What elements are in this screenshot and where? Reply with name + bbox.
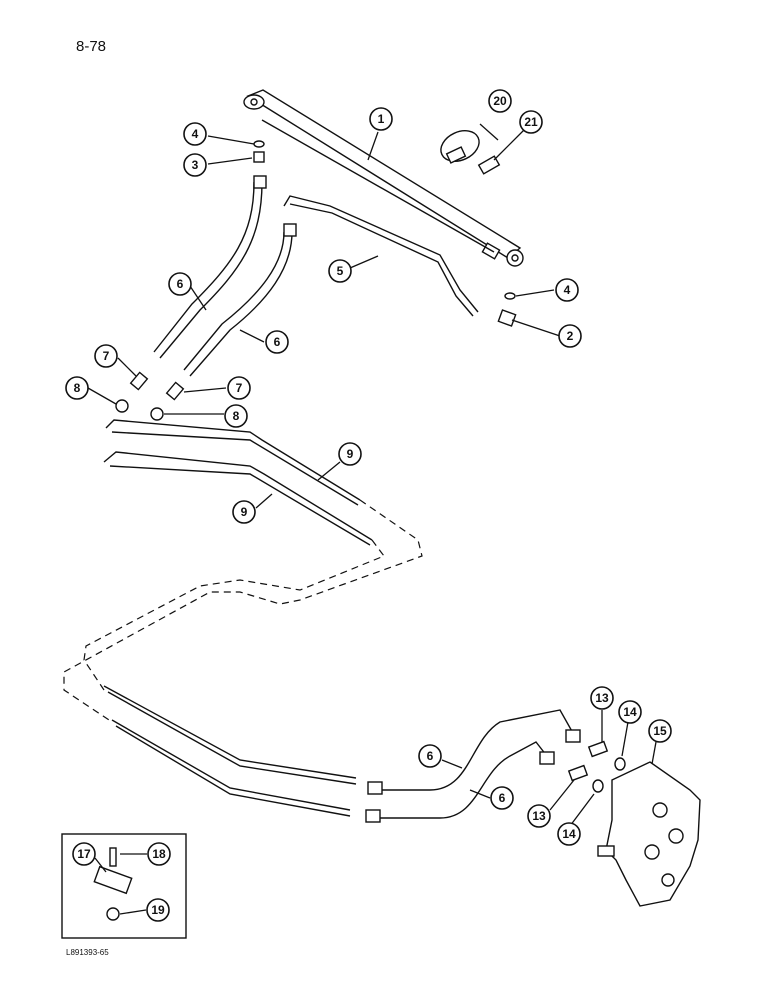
adapter-13-upper [587, 740, 609, 758]
svg-text:8: 8 [233, 409, 240, 423]
tube-9-upper-a [105, 419, 361, 501]
control-valve [597, 761, 701, 907]
o-ring-14-upper [614, 757, 626, 771]
callout-6-upper-left: 6 [168, 272, 192, 296]
callout-13-upper: 13 [590, 686, 614, 710]
nut-8-right [150, 407, 164, 421]
svg-text:1: 1 [378, 112, 385, 126]
callout-14-lower: 14 [557, 822, 581, 846]
callout-15: 15 [648, 719, 672, 743]
svg-text:19: 19 [151, 903, 165, 917]
callout-9-lower: 9 [232, 500, 256, 524]
hose-lower-a [367, 709, 581, 795]
figure-code: L891393-65 [66, 948, 109, 957]
svg-text:7: 7 [103, 349, 110, 363]
svg-text:15: 15 [653, 724, 667, 738]
callout-13-lower: 13 [527, 804, 551, 828]
svg-text:18: 18 [152, 847, 166, 861]
callout-2: 2 [558, 324, 582, 348]
nut-8-left [115, 399, 129, 413]
callout-7-left: 7 [94, 344, 118, 368]
svg-text:2: 2 [567, 329, 574, 343]
hose-lower-b [365, 741, 555, 823]
callout-17: 17 [72, 842, 96, 866]
seal-ring-right [504, 292, 516, 300]
callout-6-upper-right: 6 [265, 330, 289, 354]
svg-text:21: 21 [524, 115, 538, 129]
hydraulic-cylinder [243, 89, 524, 267]
svg-text:3: 3 [192, 158, 199, 172]
callout-4-right: 4 [555, 278, 579, 302]
seal-ring-top [253, 140, 265, 148]
callout-6-lower-a: 6 [418, 744, 442, 768]
svg-text:5: 5 [337, 264, 344, 278]
callout-21: 21 [519, 110, 543, 134]
callout-19: 19 [146, 898, 170, 922]
svg-text:14: 14 [623, 705, 637, 719]
elbow-fitting-right [497, 309, 517, 327]
callout-1: 1 [369, 107, 393, 131]
callout-20: 20 [488, 89, 512, 113]
svg-text:20: 20 [493, 94, 507, 108]
callout-7-right: 7 [227, 376, 251, 400]
tube-9-lower-a [103, 685, 357, 779]
svg-text:14: 14 [562, 827, 576, 841]
elbow-fitting-top [253, 151, 265, 163]
svg-text:6: 6 [427, 749, 434, 763]
svg-text:4: 4 [192, 127, 199, 141]
svg-text:6: 6 [274, 335, 281, 349]
svg-text:6: 6 [499, 791, 506, 805]
svg-text:7: 7 [236, 381, 243, 395]
svg-text:9: 9 [347, 447, 354, 461]
hose-upper-left [153, 175, 267, 359]
callout-14-upper: 14 [618, 700, 642, 724]
svg-text:13: 13 [532, 809, 546, 823]
hose-sleeve [477, 155, 501, 175]
tube-9-lower-b [111, 719, 351, 811]
callout-4-top: 4 [183, 122, 207, 146]
callout-8-right: 8 [224, 404, 248, 428]
callout-3: 3 [183, 153, 207, 177]
svg-text:9: 9 [241, 505, 248, 519]
callout-9-upper: 9 [338, 442, 362, 466]
svg-text:13: 13 [595, 691, 609, 705]
adapter-13-lower [567, 764, 589, 782]
page-number: 8-78 [76, 38, 107, 55]
hose-upper-right [183, 223, 297, 377]
callout-18: 18 [147, 842, 171, 866]
svg-text:4: 4 [564, 283, 571, 297]
callout-5: 5 [328, 259, 352, 283]
callout-8-left: 8 [65, 376, 89, 400]
tube-9-upper-b [103, 451, 373, 541]
svg-text:17: 17 [77, 847, 91, 861]
tube-5 [283, 195, 479, 313]
svg-text:6: 6 [177, 277, 184, 291]
callout-6-lower-b: 6 [490, 786, 514, 810]
svg-text:8: 8 [74, 381, 81, 395]
adapter-7-left [129, 371, 149, 391]
adapter-7-right [165, 381, 185, 401]
o-ring-14-lower [592, 779, 604, 793]
hose-clamp [440, 130, 480, 164]
